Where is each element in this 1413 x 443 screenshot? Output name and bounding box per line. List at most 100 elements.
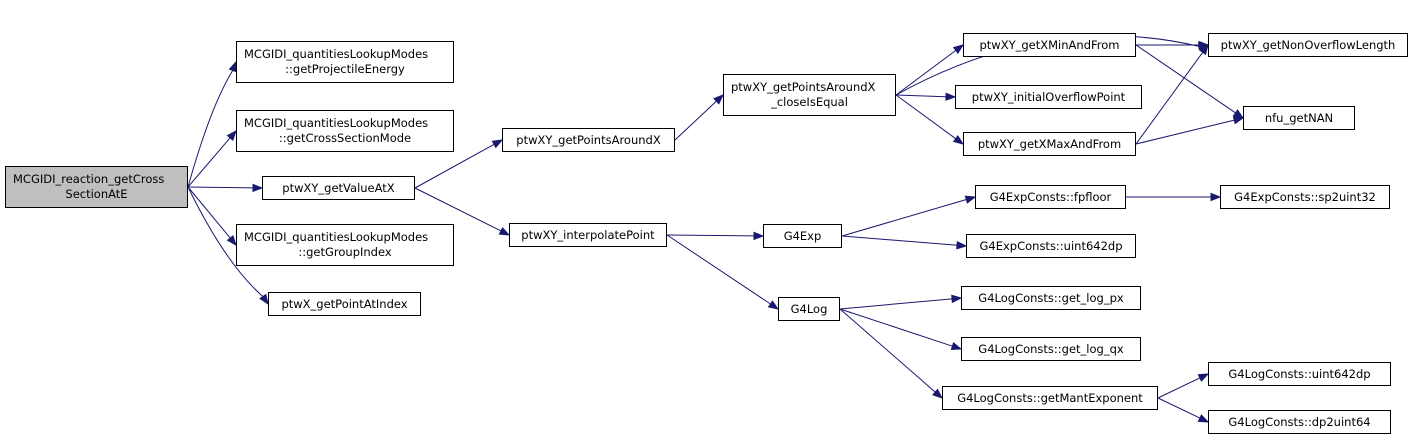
node-label: G4LogConsts::dp2uint64 — [1228, 414, 1371, 429]
arrowhead-root-to-getGroupIndex — [226, 234, 237, 247]
arrowhead-getXMaxAndFrom-to-getNonOverflowLength — [1198, 43, 1209, 56]
edge-root-to-getCrossSectionMode — [187, 137, 231, 188]
edge-root-to-getValueAtX — [187, 186, 254, 189]
node-label: ptwXY_interpolatePoint — [521, 227, 655, 242]
node-label: ptwX_getPointAtIndex — [281, 296, 408, 311]
node-g4log[interactable]: G4Log — [778, 297, 840, 321]
node-label: G4LogConsts::get_log_px — [978, 290, 1124, 305]
arrowhead-G4Log-to-getLogPx — [951, 294, 963, 304]
arrowhead-G4Exp-to-expFpfloor — [964, 195, 977, 204]
node-getcrosssectionmode[interactable]: MCGIDI_quantitiesLookupModes ::getCrossS… — [236, 110, 454, 152]
edge-interpolatePoint-to-G4Log — [666, 234, 771, 305]
edge-G4Log-to-getLogQx — [839, 308, 953, 347]
node-g4logconsts-dp2uint64[interactable]: G4LogConsts::dp2uint64 — [1208, 410, 1391, 434]
node-label-line1: ptwXY_getPointsAroundX — [731, 80, 876, 94]
node-label: G4LogConsts::uint642dp — [1228, 366, 1371, 381]
node-label-line1: MCGIDI_reaction_getCross — [13, 172, 165, 186]
node-label-line2: ::getProjectileEnergy — [285, 62, 405, 76]
node-ptwxy-getvalueatx[interactable]: ptwXY_getValueAtX — [262, 176, 415, 200]
edge-getValueAtX-to-interpolatePoint — [414, 187, 502, 232]
node-ptwxy-getnonoverflowlength[interactable]: ptwXY_getNonOverflowLength — [1208, 33, 1408, 57]
edge-getXMinAndFrom-to-nfuGetNAN — [1135, 44, 1236, 114]
node-label: G4Log — [790, 301, 828, 316]
edge-getXMaxAndFrom-to-nfuGetNAN — [1135, 119, 1235, 145]
node-g4expconsts-fpfloor[interactable]: G4ExpConsts::fpfloor — [975, 185, 1126, 209]
node-label-line1: MCGIDI_quantitiesLookupModes — [244, 116, 429, 130]
edge-closeIsEqual-to-getXMaxAndFrom — [895, 94, 957, 140]
edge-G4Exp-to-expUint642dp — [841, 235, 958, 246]
arrowhead-closeIsEqual-to-getXMinAndFrom — [952, 44, 965, 55]
arrowhead-getXMaxAndFrom-to-nfuGetNAN — [1232, 116, 1245, 125]
node-label: G4LogConsts::get_log_qx — [978, 341, 1124, 356]
node-label: G4ExpConsts::uint642dp — [979, 238, 1123, 253]
node-label-line1: MCGIDI_quantitiesLookupModes — [244, 230, 429, 244]
edge-root-to-getPointAtIndex — [187, 186, 264, 297]
node-ptwxy-getpointsaroundx[interactable]: ptwXY_getPointsAroundX — [502, 128, 675, 152]
node-g4exp[interactable]: G4Exp — [763, 224, 842, 248]
node-label: ptwXY_getPointsAroundX — [516, 132, 661, 147]
arrowhead-getMantExponent-to-dp2uint64 — [1197, 414, 1210, 423]
arrowhead-G4Log-to-getMantExponent — [932, 388, 944, 399]
node-ptwxy-getxmaxandfrom[interactable]: ptwXY_getXMaxAndFrom — [963, 132, 1136, 156]
node-label: nfu_getNAN — [1264, 110, 1334, 125]
node-mcgidi-reaction-getcrosssectionate: MCGIDI_reaction_getCross SectionAtE — [5, 166, 188, 208]
edge-root-to-getGroupIndex — [187, 186, 231, 239]
node-label-line2: _closeIsEqual — [771, 95, 848, 109]
node-ptwxy-interpolatepoint[interactable]: ptwXY_interpolatePoint — [509, 223, 667, 247]
node-nfu-getnan[interactable]: nfu_getNAN — [1243, 106, 1355, 130]
arrowhead-expFpfloor-to-sp2uint32 — [1210, 192, 1222, 202]
edge-getMantExponent-to-dp2uint64 — [1157, 397, 1201, 419]
node-g4logconsts-getmantexponent[interactable]: G4LogConsts::getMantExponent — [942, 386, 1158, 410]
arrowhead-getValueAtX-to-getPointsAroundX — [491, 139, 504, 149]
node-getgroupindex[interactable]: MCGIDI_quantitiesLookupModes ::getGroupI… — [236, 224, 454, 266]
node-label: ptwXY_getValueAtX — [282, 180, 395, 195]
node-g4logconsts-uint642dp[interactable]: G4LogConsts::uint642dp — [1208, 362, 1391, 386]
node-ptwx-getpointatindex[interactable]: ptwX_getPointAtIndex — [268, 292, 421, 316]
node-label: G4ExpConsts::sp2uint32 — [1234, 189, 1376, 204]
node-label-line2: SectionAtE — [65, 187, 128, 201]
node-label: ptwXY_initialOverflowPoint — [971, 89, 1126, 104]
edge-closeIsEqual-to-initialOverflowPoint — [895, 94, 947, 98]
node-g4logconsts-get-log-px[interactable]: G4LogConsts::get_log_px — [961, 286, 1141, 310]
node-ptwxy-initialoverflowpoint[interactable]: ptwXY_initialOverflowPoint — [955, 85, 1142, 109]
arrowhead-getXMinAndFrom-to-getNonOverflowLength — [1198, 40, 1210, 50]
node-label: ptwXY_getXMinAndFrom — [979, 37, 1120, 52]
arrowhead-getValueAtX-to-interpolatePoint — [498, 226, 511, 236]
node-g4expconsts-uint642dp[interactable]: G4ExpConsts::uint642dp — [966, 234, 1136, 258]
node-label: G4ExpConsts::fpfloor — [989, 189, 1112, 204]
arrowhead-root-to-getCrossSectionMode — [226, 129, 237, 141]
node-ptwxy-getpointsaroundx-closeisequal[interactable]: ptwXY_getPointsAroundX _closeIsEqual — [723, 74, 896, 116]
arrowhead-getPointsAroundX-to-closeIsEqual — [713, 94, 725, 105]
node-label-line2: ::getGroupIndex — [298, 245, 392, 259]
edge-getValueAtX-to-getPointsAroundX — [414, 143, 495, 189]
edge-interpolatePoint-to-G4Exp — [666, 234, 755, 237]
edge-G4Log-to-getLogPx — [839, 298, 953, 310]
arrowhead-closeIsEqual-to-getXMaxAndFrom — [952, 134, 965, 145]
arrowhead-G4Exp-to-expUint642dp — [956, 241, 968, 250]
node-getprojectileenergy[interactable]: MCGIDI_quantitiesLookupModes ::getProjec… — [236, 41, 454, 83]
edge-getMantExponent-to-logUint642dp — [1157, 377, 1201, 399]
arrowhead-interpolatePoint-to-G4Log — [767, 300, 780, 310]
edge-closeIsEqual-to-getXMinAndFrom — [895, 49, 957, 96]
node-label: ptwXY_getNonOverflowLength — [1220, 37, 1396, 52]
node-label: ptwXY_getXMaxAndFrom — [977, 136, 1122, 151]
node-label-line2: ::getCrossSectionMode — [278, 131, 412, 145]
edge-getXMaxAndFrom-to-getNonOverflowLength — [1135, 51, 1204, 145]
node-ptwxy-getxminandfrom[interactable]: ptwXY_getXMinAndFrom — [963, 33, 1136, 57]
arrowhead-closeIsEqual-to-initialOverflowPoint — [945, 92, 957, 101]
node-g4logconsts-get-log-qx[interactable]: G4LogConsts::get_log_qx — [961, 337, 1141, 361]
node-label: G4Exp — [783, 228, 822, 243]
node-g4expconsts-sp2uint32[interactable]: G4ExpConsts::sp2uint32 — [1220, 185, 1390, 209]
arrowhead-G4Log-to-getLogQx — [950, 342, 963, 351]
arrowhead-getMantExponent-to-logUint642dp — [1197, 373, 1210, 382]
node-label: G4LogConsts::getMantExponent — [957, 390, 1143, 405]
edge-root-to-getProjectileEnergy — [187, 70, 234, 188]
arrowhead-root-to-getValueAtX — [252, 183, 264, 193]
arrowhead-interpolatePoint-to-G4Exp — [753, 231, 765, 241]
edge-G4Log-to-getMantExponent — [839, 308, 936, 393]
arrowhead-root-to-getPointAtIndex — [259, 293, 269, 306]
edge-getPointsAroundX-to-closeIsEqual — [674, 100, 717, 141]
edge-G4Exp-to-expFpfloor — [841, 199, 967, 237]
